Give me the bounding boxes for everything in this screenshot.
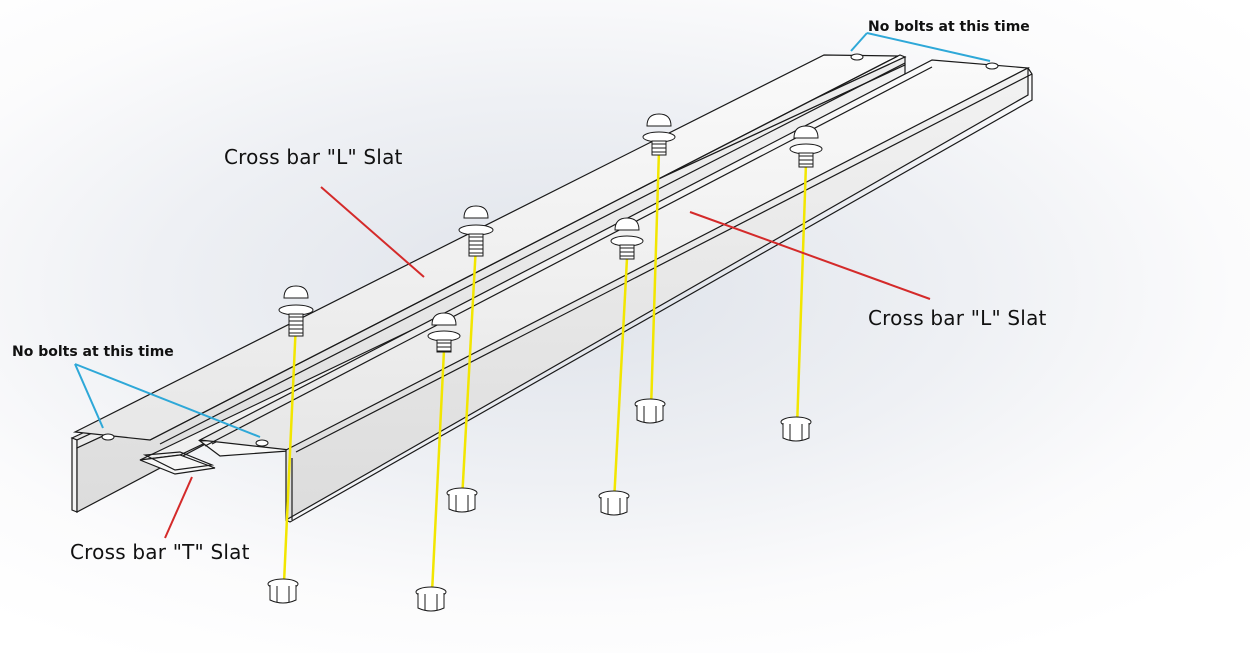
nut-1 — [267, 578, 299, 604]
label-no-bolts-left: No bolts at this time — [12, 344, 174, 360]
t-slat-part — [70, 54, 907, 513]
bolt-guide-lines — [282, 149, 808, 594]
bolts — [278, 113, 823, 353]
leader-no-bolts-left-a — [74, 363, 104, 429]
guide-line-4 — [649, 149, 661, 411]
bolt-4 — [642, 113, 676, 156]
label-cross-bar-l-slat-top: Cross bar "L" Slat — [224, 145, 403, 169]
nuts — [267, 398, 812, 612]
guide-line-2 — [460, 244, 478, 501]
bolt-5 — [610, 217, 644, 260]
nut-3 — [446, 487, 478, 513]
nut-6 — [780, 416, 812, 442]
guide-line-3 — [430, 349, 446, 594]
label-cross-bar-l-slat-right: Cross bar "L" Slat — [868, 306, 1047, 330]
bolt-3 — [427, 312, 461, 353]
guide-line-1 — [282, 321, 298, 584]
leader-no-bolts-right-b — [866, 32, 991, 62]
label-no-bolts-right: No bolts at this time — [868, 19, 1030, 35]
nut-2 — [415, 586, 447, 612]
leader-l-slat-top — [320, 186, 425, 278]
nut-5 — [634, 398, 666, 424]
leader-no-bolts-right-a — [850, 32, 868, 52]
blue-leader-lines — [74, 32, 991, 438]
flange-holes — [101, 53, 999, 447]
bolt-1 — [278, 285, 314, 337]
bolt-6 — [789, 125, 823, 168]
bolt-2 — [458, 205, 494, 257]
leader-t-slat — [164, 476, 193, 539]
leader-l-slat-right — [689, 211, 931, 300]
guide-line-6 — [795, 162, 808, 429]
nut-4 — [598, 490, 630, 516]
guide-line-5 — [612, 257, 629, 503]
label-cross-bar-t-slat: Cross bar "T" Slat — [70, 540, 250, 564]
l-slat-right-part — [197, 59, 1033, 523]
red-leader-lines — [164, 186, 931, 539]
leader-no-bolts-left-b — [74, 363, 261, 438]
